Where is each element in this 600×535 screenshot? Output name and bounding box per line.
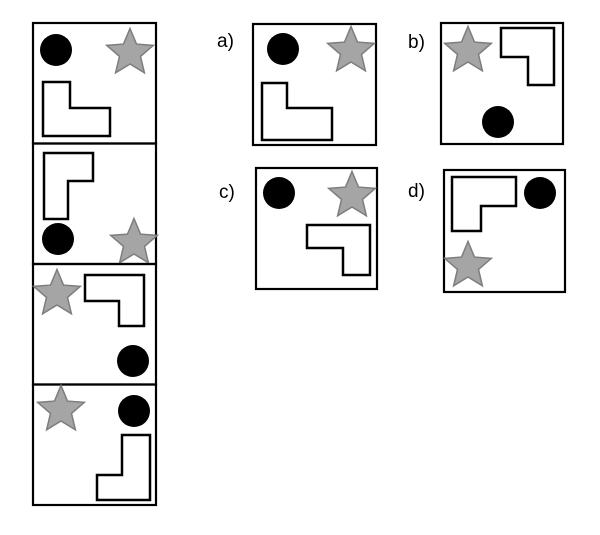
black-circle [117, 345, 149, 377]
black-circle [40, 34, 72, 66]
option-b: b) [408, 21, 565, 146]
option-a-label: a) [217, 31, 234, 52]
black-circle [118, 395, 150, 427]
option-d-label: d) [408, 181, 425, 202]
gray-star [442, 24, 494, 73]
option-d-box[interactable] [442, 168, 567, 294]
sequence-cell-1 [31, 21, 158, 145]
l-shape [499, 26, 556, 87]
sequence-cell-2 [31, 142, 160, 266]
option-c-label: c) [219, 182, 235, 203]
gray-star [104, 26, 156, 75]
option-b-box[interactable] [439, 21, 565, 146]
l-shape [450, 175, 518, 233]
gray-star [442, 239, 494, 288]
gray-star [326, 169, 378, 218]
gray-star [31, 267, 83, 316]
option-a-box[interactable] [251, 22, 378, 147]
black-circle [263, 177, 295, 209]
option-a: a) [217, 22, 378, 147]
gray-star [325, 24, 377, 73]
gray-star [35, 383, 87, 432]
black-circle [524, 177, 556, 209]
question-sequence [31, 21, 160, 507]
sequence-cell-border [31, 383, 158, 507]
sequence-cell-4 [31, 383, 158, 507]
black-circle [267, 33, 299, 65]
l-shape [83, 273, 146, 328]
black-circle [42, 223, 74, 255]
option-b-label: b) [408, 32, 425, 53]
option-c-box[interactable] [254, 166, 379, 291]
option-c: c) [219, 166, 379, 291]
option-d: d) [408, 168, 567, 294]
black-circle [482, 106, 514, 138]
l-shape [42, 151, 95, 221]
sequence-cell-3 [31, 262, 158, 386]
gray-star [108, 216, 160, 265]
l-shape [41, 80, 112, 138]
l-shape [305, 223, 372, 277]
l-shape [260, 81, 334, 142]
l-shape [95, 433, 152, 502]
